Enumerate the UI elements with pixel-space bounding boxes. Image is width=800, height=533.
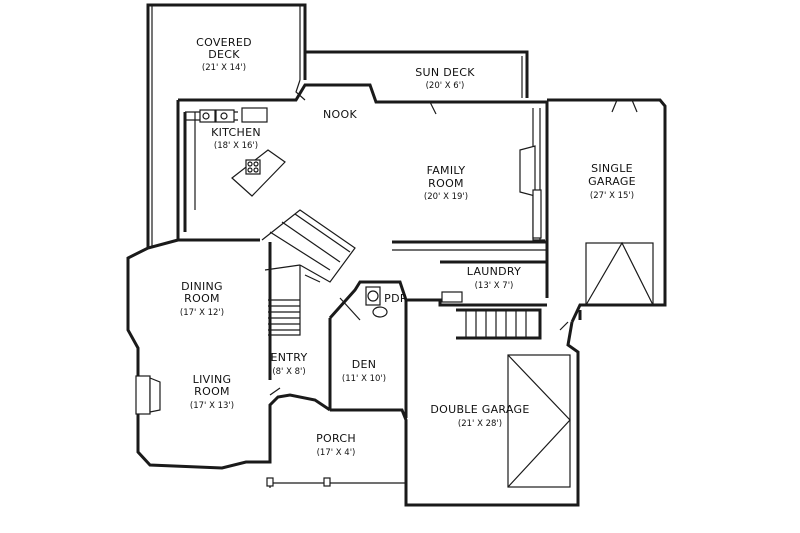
- house-exterior-walls: [126, 83, 667, 507]
- sun-deck-label: SUN DECK: [415, 66, 475, 79]
- porch-label: PORCH: [316, 432, 356, 445]
- nook-label: NOOK: [323, 108, 357, 121]
- laundry-dims: (13' X 7'): [475, 281, 514, 291]
- living-room-dims: (17' X 13'): [190, 401, 234, 411]
- single-garage-dims: (27' X 15'): [590, 191, 634, 201]
- entry-label: ENTRY: [270, 351, 307, 364]
- laundry-fixtures: [441, 291, 527, 338]
- main-staircase: [261, 209, 356, 336]
- single-garage-door-ramp: [585, 241, 654, 306]
- living-room-label-line2: ROOM: [194, 385, 230, 398]
- double-garage-label: DOUBLE GARAGE: [430, 403, 529, 416]
- living-room-fireplace: [135, 375, 161, 415]
- family-room-fireplace: [519, 145, 542, 239]
- dining-room-label-line1: DINING: [181, 280, 223, 293]
- family-room-dims: (20' X 19'): [424, 192, 468, 202]
- den-label: DEN: [352, 358, 377, 371]
- covered-deck-label-line1: COVERED: [196, 36, 252, 49]
- sun-deck-walls: [305, 50, 529, 98]
- den-dims: (11' X 10'): [342, 374, 386, 384]
- double-garage-dims: (21' X 28'): [458, 419, 502, 429]
- living-room-label-line1: LIVING: [193, 373, 232, 386]
- porch-outline: [266, 477, 406, 488]
- kitchen-label: KITCHEN: [211, 126, 261, 139]
- kitchen-fixtures: [199, 107, 286, 197]
- single-garage-label-line1: SINGLE: [591, 162, 633, 175]
- family-room-label-line2: ROOM: [428, 177, 464, 190]
- covered-deck-dims: (21' X 14'): [202, 63, 246, 73]
- porch-dims: (17' X 4'): [317, 448, 356, 458]
- pdr-label: PDR: [384, 292, 408, 305]
- interior-walls: [183, 108, 582, 418]
- room-labels: COVERED DECK (21' X 14') SUN DECK (20' X…: [180, 36, 636, 458]
- laundry-label: LAUNDRY: [467, 265, 521, 278]
- sun-deck-dims: (20' X 6'): [426, 81, 465, 91]
- door-swings: [269, 99, 638, 396]
- single-garage-label-line2: GARAGE: [588, 175, 636, 188]
- double-garage-door-ramp: [507, 354, 571, 488]
- family-room-label-line1: FAMILY: [427, 164, 466, 177]
- dining-room-label-line2: ROOM: [184, 292, 220, 305]
- entry-dims: (8' X 8'): [272, 367, 305, 377]
- powder-room-fixtures: [339, 286, 388, 321]
- kitchen-dims: (18' X 16'): [214, 141, 258, 151]
- covered-deck-label-line2: DECK: [208, 48, 240, 61]
- dining-room-dims: (17' X 12'): [180, 308, 224, 318]
- covered-deck-walls: [146, 3, 307, 248]
